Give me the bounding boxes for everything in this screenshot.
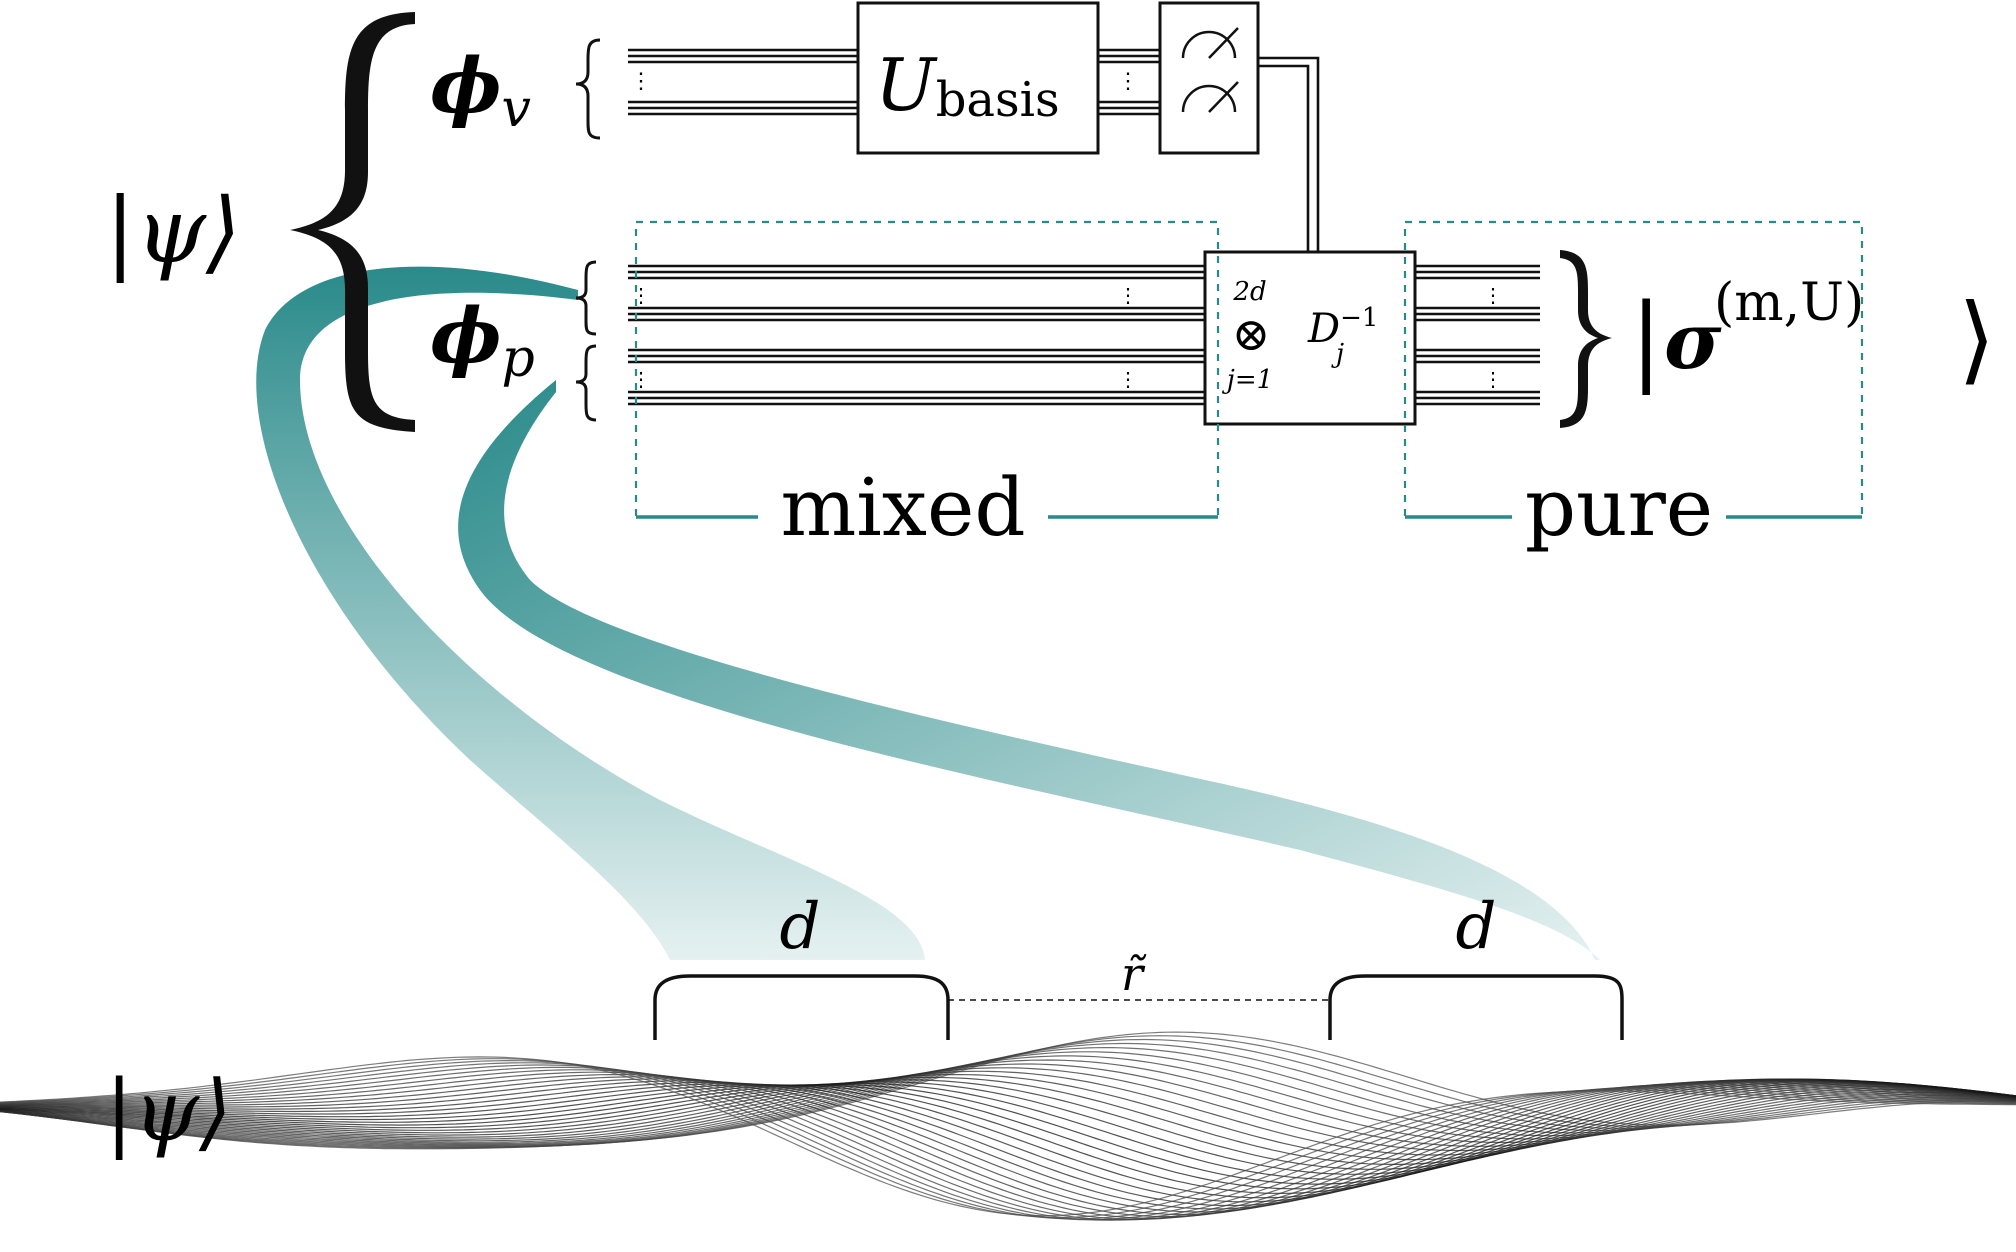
measurement-box (1158, 1, 1260, 155)
wave-line (0, 1056, 2016, 1217)
svg-text:⋮: ⋮ (630, 69, 652, 94)
wave-line (0, 1060, 2016, 1220)
wave-line (0, 1079, 2016, 1170)
d-label-left: d (780, 890, 821, 964)
svg-text:⋮: ⋮ (1483, 367, 1503, 391)
psi-ket-bottom: |ψ⟩ (105, 1062, 232, 1160)
wave-line (0, 1069, 2016, 1221)
wave-line (0, 1066, 2016, 1221)
sigma-symbol: σ (1664, 296, 1722, 387)
wave-line (0, 1081, 2016, 1175)
r-tilde-label: r̃ (1121, 947, 1147, 1001)
u-basis-gate (856, 1, 1100, 155)
svg-text:⋮: ⋮ (1117, 69, 1139, 94)
phi-p-label: ϕp (430, 291, 535, 389)
decoder-tensor-symbol: ⊗ (1232, 307, 1271, 361)
wave-line (0, 1070, 2016, 1156)
wave-line (0, 1074, 2016, 1161)
wave-line (0, 1064, 2016, 1221)
d-label-right: d (1456, 890, 1497, 964)
sigma-superscript: (m,U) (1714, 273, 1864, 333)
u-basis-label: Ubasis (875, 43, 1060, 128)
phi-v-label: ϕv (430, 41, 531, 139)
wave-line (0, 1063, 2016, 1147)
svg-text:⋮: ⋮ (631, 367, 651, 391)
d-bracket-left (653, 974, 950, 1040)
wavefunction-bundle (0, 1031, 2016, 1221)
wave-line (0, 1080, 2016, 1180)
decoder-D-label: D−1 (1307, 303, 1378, 352)
pure-label: pure (1525, 461, 1713, 554)
phi-p-brace-lower (575, 344, 597, 422)
wave-line (0, 1067, 2016, 1152)
wave-line (0, 1076, 2016, 1165)
phi-v-brace (575, 38, 601, 140)
mixed-region-box (634, 220, 1220, 516)
svg-text:⋮: ⋮ (1483, 283, 1503, 307)
psi-ket-top: |ψ⟩ (105, 179, 241, 284)
svg-text:⋮: ⋮ (631, 283, 651, 307)
output-ket-open: | (1630, 283, 1662, 395)
wave-line (0, 1051, 2016, 1147)
svg-text:⋮: ⋮ (1118, 367, 1138, 391)
decoder-lower-limit: j=1 (1222, 365, 1273, 395)
measurement-meter-icon (1181, 27, 1239, 113)
phi-p-wires: ⋮ ⋮ ⋮ ⋮ ⋮ ⋮ (628, 264, 1540, 406)
ribbon-left (256, 266, 926, 961)
output-brace (1560, 250, 1612, 428)
wave-line (0, 1079, 2016, 1185)
svg-text:⋮: ⋮ (1118, 283, 1138, 307)
wave-line (0, 1055, 2016, 1146)
output-ket-close: ⟩ (1958, 283, 1995, 395)
wave-line (0, 1062, 2016, 1221)
wave-line (0, 1047, 2016, 1147)
wave-line (0, 1059, 2016, 1145)
phi-p-brace-upper (575, 260, 597, 336)
mixed-label: mixed (780, 461, 1025, 554)
d-bracket-right (1328, 974, 1624, 1040)
decoder-upper-limit: 2d (1232, 277, 1266, 307)
big-brace (290, 12, 415, 432)
pure-region-box (1403, 220, 1864, 516)
phi-v-wires: ⋮ ⋮ (628, 48, 1160, 116)
ribbon-right (458, 380, 1600, 960)
classical-control-wire (1258, 56, 1320, 252)
decoder-gate (1203, 250, 1417, 426)
